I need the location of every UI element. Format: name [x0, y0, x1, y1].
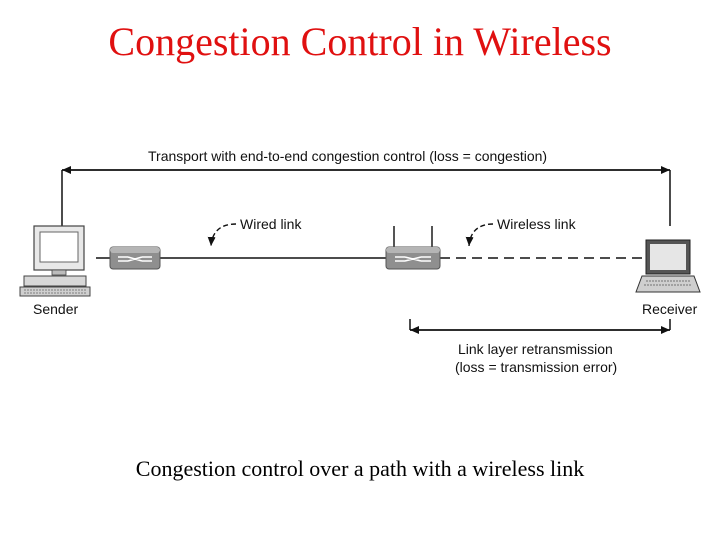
wired-link-pointer — [207, 223, 237, 247]
slide-caption: Congestion control over a path with a wi… — [135, 456, 585, 481]
desktop-computer-icon — [19, 225, 91, 297]
link-layer-sublabel: (loss = transmission error) — [455, 359, 617, 375]
wireless-link-label: Wireless link — [497, 216, 577, 232]
wireless-router-icon — [385, 226, 441, 270]
transport-label: Transport with end-to-end congestion con… — [148, 148, 547, 164]
laptop-icon — [635, 239, 701, 293]
transport-arrow — [61, 146, 671, 226]
link-layer-arrow — [409, 319, 671, 334]
router-icon — [109, 246, 161, 270]
wired-link-label: Wired link — [240, 216, 302, 232]
slide-title: Congestion Control in Wireless — [108, 19, 612, 64]
wireless-link-pointer — [465, 223, 494, 247]
link-layer-label: Link layer retransmission — [458, 341, 613, 357]
receiver-label: Receiver — [642, 301, 698, 317]
sender-label: Sender — [33, 301, 78, 317]
